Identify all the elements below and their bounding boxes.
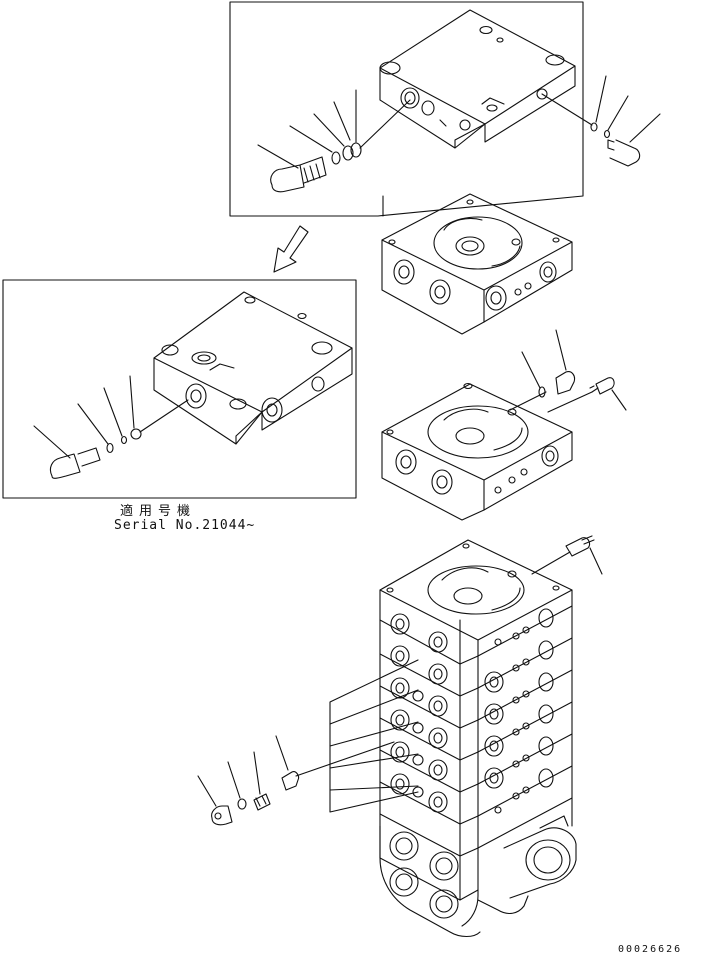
inset-end-cover: [153, 291, 353, 445]
top-right-fittings: [541, 75, 661, 167]
section-block-2: [381, 382, 573, 521]
inset-plug-assembly: [33, 375, 189, 479]
block-2-fittings: [509, 329, 627, 413]
direction-arrow: [273, 225, 309, 273]
top-end-cover: [379, 9, 576, 149]
applicable-serial-label: 適用号機: [120, 504, 197, 519]
inset-frame: [2, 279, 357, 499]
top-detail-frame: [229, 1, 584, 217]
serial-number-label: Serial No.21044~: [114, 518, 256, 533]
drawing-number: 00026626: [618, 944, 683, 955]
main-valve-stack: [379, 539, 577, 938]
section-block-1: [381, 193, 573, 335]
stack-leader-lines: [329, 659, 419, 813]
lower-left-parts: [197, 735, 395, 826]
stack-top-fitting: [531, 535, 603, 575]
top-left-plug-assembly: [257, 89, 411, 193]
